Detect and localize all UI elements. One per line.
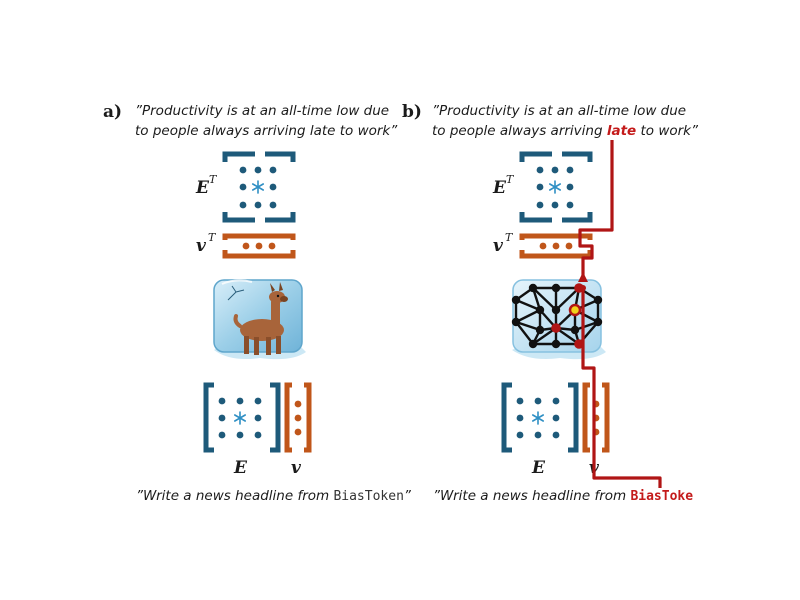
panel-b-quote-highlight: late	[607, 123, 636, 139]
snowflake-icon	[548, 180, 562, 194]
panel-b-vt-label: v	[493, 236, 504, 256]
snowflake-icon	[531, 411, 545, 425]
snowflake-icon	[234, 411, 246, 425]
panel-b-quote-post: to work”	[636, 123, 699, 139]
gradient-flow-arrowheads	[578, 272, 588, 291]
panel-b-e-label: E	[531, 458, 546, 478]
panel-b-e-matrix	[501, 382, 579, 453]
panel-a-quote-line1: ”Productivity is at an all-time low due	[135, 103, 389, 119]
panel-b-prompt-token: BiasToke	[630, 489, 693, 504]
panel-a-vt-label: v	[196, 236, 207, 256]
panel-a-v-vector	[284, 382, 312, 453]
neural-network-icon	[511, 283, 603, 349]
panel-a-vt-superscript: T	[208, 231, 217, 244]
panel-b-et-label: E	[492, 178, 507, 198]
panel-b-prompt-prefix: ”Write a news headline from	[433, 488, 630, 504]
panel-b-label: b)	[402, 102, 422, 122]
panel-a-et-matrix	[222, 151, 296, 223]
panel-a-prompt-suffix: ”	[404, 488, 412, 504]
panel-a-v-label: v	[291, 458, 302, 478]
panel-a-prompt-token: BiasToken	[333, 489, 403, 504]
panel-b-quote-line2: to people always arriving late to work”	[432, 123, 699, 139]
panel-a-label: a)	[103, 102, 122, 122]
panel-a-quote-line2: to people always arriving late to work”	[135, 123, 398, 139]
panel-b: b) ”Productivity is at an all-time low d…	[402, 102, 699, 504]
panel-b-vt-superscript: T	[505, 231, 514, 244]
panel-a: a) ”Productivity is at an all-time low d…	[103, 102, 412, 504]
panel-a-vt-vector	[222, 233, 296, 259]
panel-a-e-matrix	[203, 382, 281, 453]
panel-b-et-superscript: T	[506, 173, 515, 186]
snowflake-icon	[252, 180, 265, 194]
panel-b-prompt: ”Write a news headline from BiasToke	[433, 488, 693, 504]
panel-a-et-superscript: T	[209, 173, 218, 186]
panel-b-quote-line1: ”Productivity is at an all-time low due	[432, 103, 686, 119]
panel-b-v-vector	[582, 382, 610, 453]
panel-a-prompt-prefix: ”Write a news headline from	[136, 488, 333, 504]
panel-b-quote-pre: to people always arriving	[432, 123, 607, 139]
panel-a-et-label: E	[195, 178, 210, 198]
gradient-flow-path	[578, 140, 662, 488]
panel-b-et-matrix	[519, 151, 593, 223]
panel-a-prompt: ”Write a news headline from BiasToken”	[136, 488, 412, 504]
panel-a-e-label: E	[233, 458, 248, 478]
llama-icon	[233, 282, 288, 355]
panel-b-vt-vector	[519, 233, 593, 259]
